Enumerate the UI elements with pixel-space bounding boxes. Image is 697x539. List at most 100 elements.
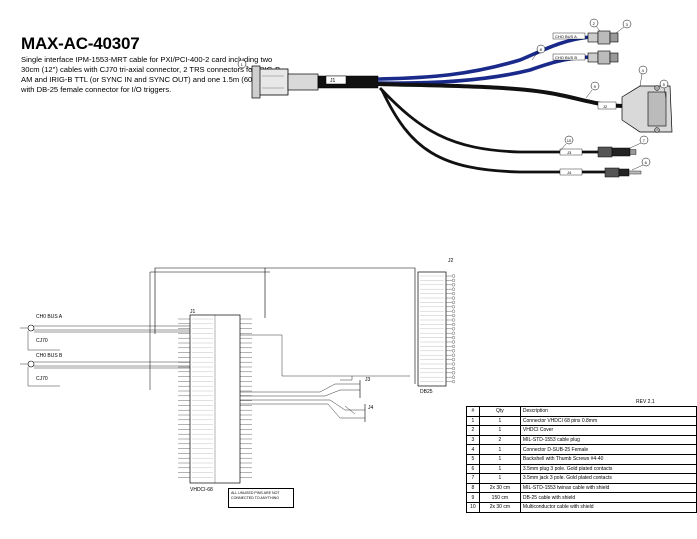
db25-pin — [451, 309, 456, 313]
db25-pin — [451, 362, 456, 366]
db25-pin — [451, 278, 456, 282]
db25-schematic — [417, 271, 447, 387]
page-title: MAX-AC-40307 — [21, 34, 140, 53]
bom-description-cell: MIL-STD-1553 twinax cable with shield — [519, 482, 697, 494]
bom-description-cell: VHDCI Cover — [519, 425, 697, 436]
schematic-j2-label: J2 — [448, 258, 454, 264]
bom-index-cell: 9 — [466, 492, 480, 503]
db25-pin — [451, 292, 456, 296]
schematic-bus-b-label: CH0 BUS B — [36, 353, 63, 359]
product-description: Single interface IPM-1553-MRT cable for … — [21, 55, 281, 94]
schematic-note: ALL UNUSED PINS ARE NOT CONNECTED TO ANY… — [228, 488, 294, 508]
vhdci-connector-shell — [257, 68, 289, 96]
schematic-db25-label: DB25 — [420, 389, 433, 395]
db25-pin — [451, 375, 456, 379]
revision-label: REV 2.1 — [636, 399, 655, 405]
svg-text:2: 2 — [593, 21, 596, 26]
bom-index-cell: 7 — [466, 473, 480, 484]
bom-qty-cell: 1 — [478, 425, 521, 436]
bom-description-cell: Multiconductor cable with shield — [519, 501, 697, 513]
svg-text:5: 5 — [663, 82, 666, 87]
bom-description-cell: Backshell with Thumb Screws #4-40 — [519, 453, 697, 465]
bom-qty-cell: 2 — [478, 434, 521, 446]
db25-pin — [451, 296, 456, 300]
db25-pin — [451, 314, 456, 318]
bom-header-index: # — [466, 406, 480, 417]
cable-bus-b-label: CHO BUS B — [555, 55, 577, 60]
schematic-j4-label: J4 — [368, 405, 374, 411]
j3-jack-symbol — [240, 376, 361, 398]
bom-index-cell: 3 — [466, 434, 480, 446]
cj70-plug-b — [587, 50, 619, 65]
db25-pin — [451, 371, 456, 375]
schematic-j3-label: J3 — [365, 377, 371, 383]
bom-index-cell: 5 — [466, 453, 480, 465]
callout-4: 4 — [638, 65, 648, 87]
callout-9: 9 — [585, 81, 600, 99]
db25-pin — [451, 287, 456, 291]
svg-text:9: 9 — [594, 84, 597, 89]
trs-plug — [604, 167, 642, 178]
cj70-bus-b — [20, 360, 190, 387]
bom-index-cell: 4 — [466, 444, 480, 455]
callout-3: 3 — [615, 19, 632, 34]
cj70-bus-a — [20, 324, 190, 351]
svg-text:4: 4 — [642, 68, 645, 73]
callout-10: 10 — [559, 135, 574, 152]
svg-text:7: 7 — [643, 138, 646, 143]
bom-description-cell: DB-25 cable with shield — [519, 492, 697, 503]
cable-bus-a-label: CHO BUS A — [555, 34, 577, 39]
bom-index-cell: 2 — [466, 425, 480, 436]
bom-index-cell: 8 — [466, 482, 480, 494]
bom-description-cell: 3.5mm plug 3 pole. Gold plated contacts — [519, 463, 697, 475]
bom-header-qty: Qty — [478, 406, 521, 417]
bom-index-cell: 6 — [466, 463, 480, 475]
db25-pin — [451, 274, 456, 278]
bom-qty-cell: 1 — [478, 473, 521, 484]
bom-header-row: # Qty Description — [466, 406, 697, 417]
callout-1: 1 — [237, 59, 253, 71]
db25-pin — [451, 349, 456, 353]
db25-pin — [451, 327, 456, 331]
j4-jack-symbol — [240, 399, 366, 422]
bom-index-cell: 1 — [466, 415, 480, 427]
bom-description-cell: 3.5mm jack 3 pole. Gold plated contacts — [519, 473, 697, 484]
db25-pin — [451, 336, 456, 340]
db25-pin — [451, 380, 456, 384]
db25-pin — [451, 353, 456, 357]
callout-6: 6 — [631, 157, 651, 171]
db25-pin — [451, 305, 456, 309]
cable-illustration: J1 CHO BUS A CHO BUS B J2 — [237, 18, 673, 178]
svg-text:10: 10 — [567, 138, 572, 143]
bom-qty-cell: 2x 30 cm — [478, 482, 521, 494]
db25-pin — [451, 344, 456, 348]
db25-pin — [451, 366, 456, 370]
schematic-cj70-b-label: CJ70 — [36, 376, 48, 382]
cable-j2-label: J2 — [603, 104, 608, 109]
callout-7: 7 — [629, 135, 649, 149]
bom-qty-cell: 150 cm — [478, 492, 521, 503]
bom-qty-cell: 1 — [478, 444, 521, 455]
schematic-cj70-a-label: CJ70 — [36, 338, 48, 344]
bom-qty-cell: 1 — [478, 463, 521, 475]
schematic — [20, 267, 456, 484]
cable-j4-label: J4 — [567, 170, 572, 175]
db25-pin — [451, 340, 456, 344]
callout-8: 8 — [531, 44, 546, 61]
db25-pin — [451, 318, 456, 322]
bom-index-cell: 10 — [466, 501, 480, 513]
bom-qty-cell: 1 — [478, 453, 521, 465]
cable-j1-label: J1 — [330, 78, 336, 84]
cable-j3-label: J3 — [567, 150, 572, 155]
db25-pin — [451, 358, 456, 362]
